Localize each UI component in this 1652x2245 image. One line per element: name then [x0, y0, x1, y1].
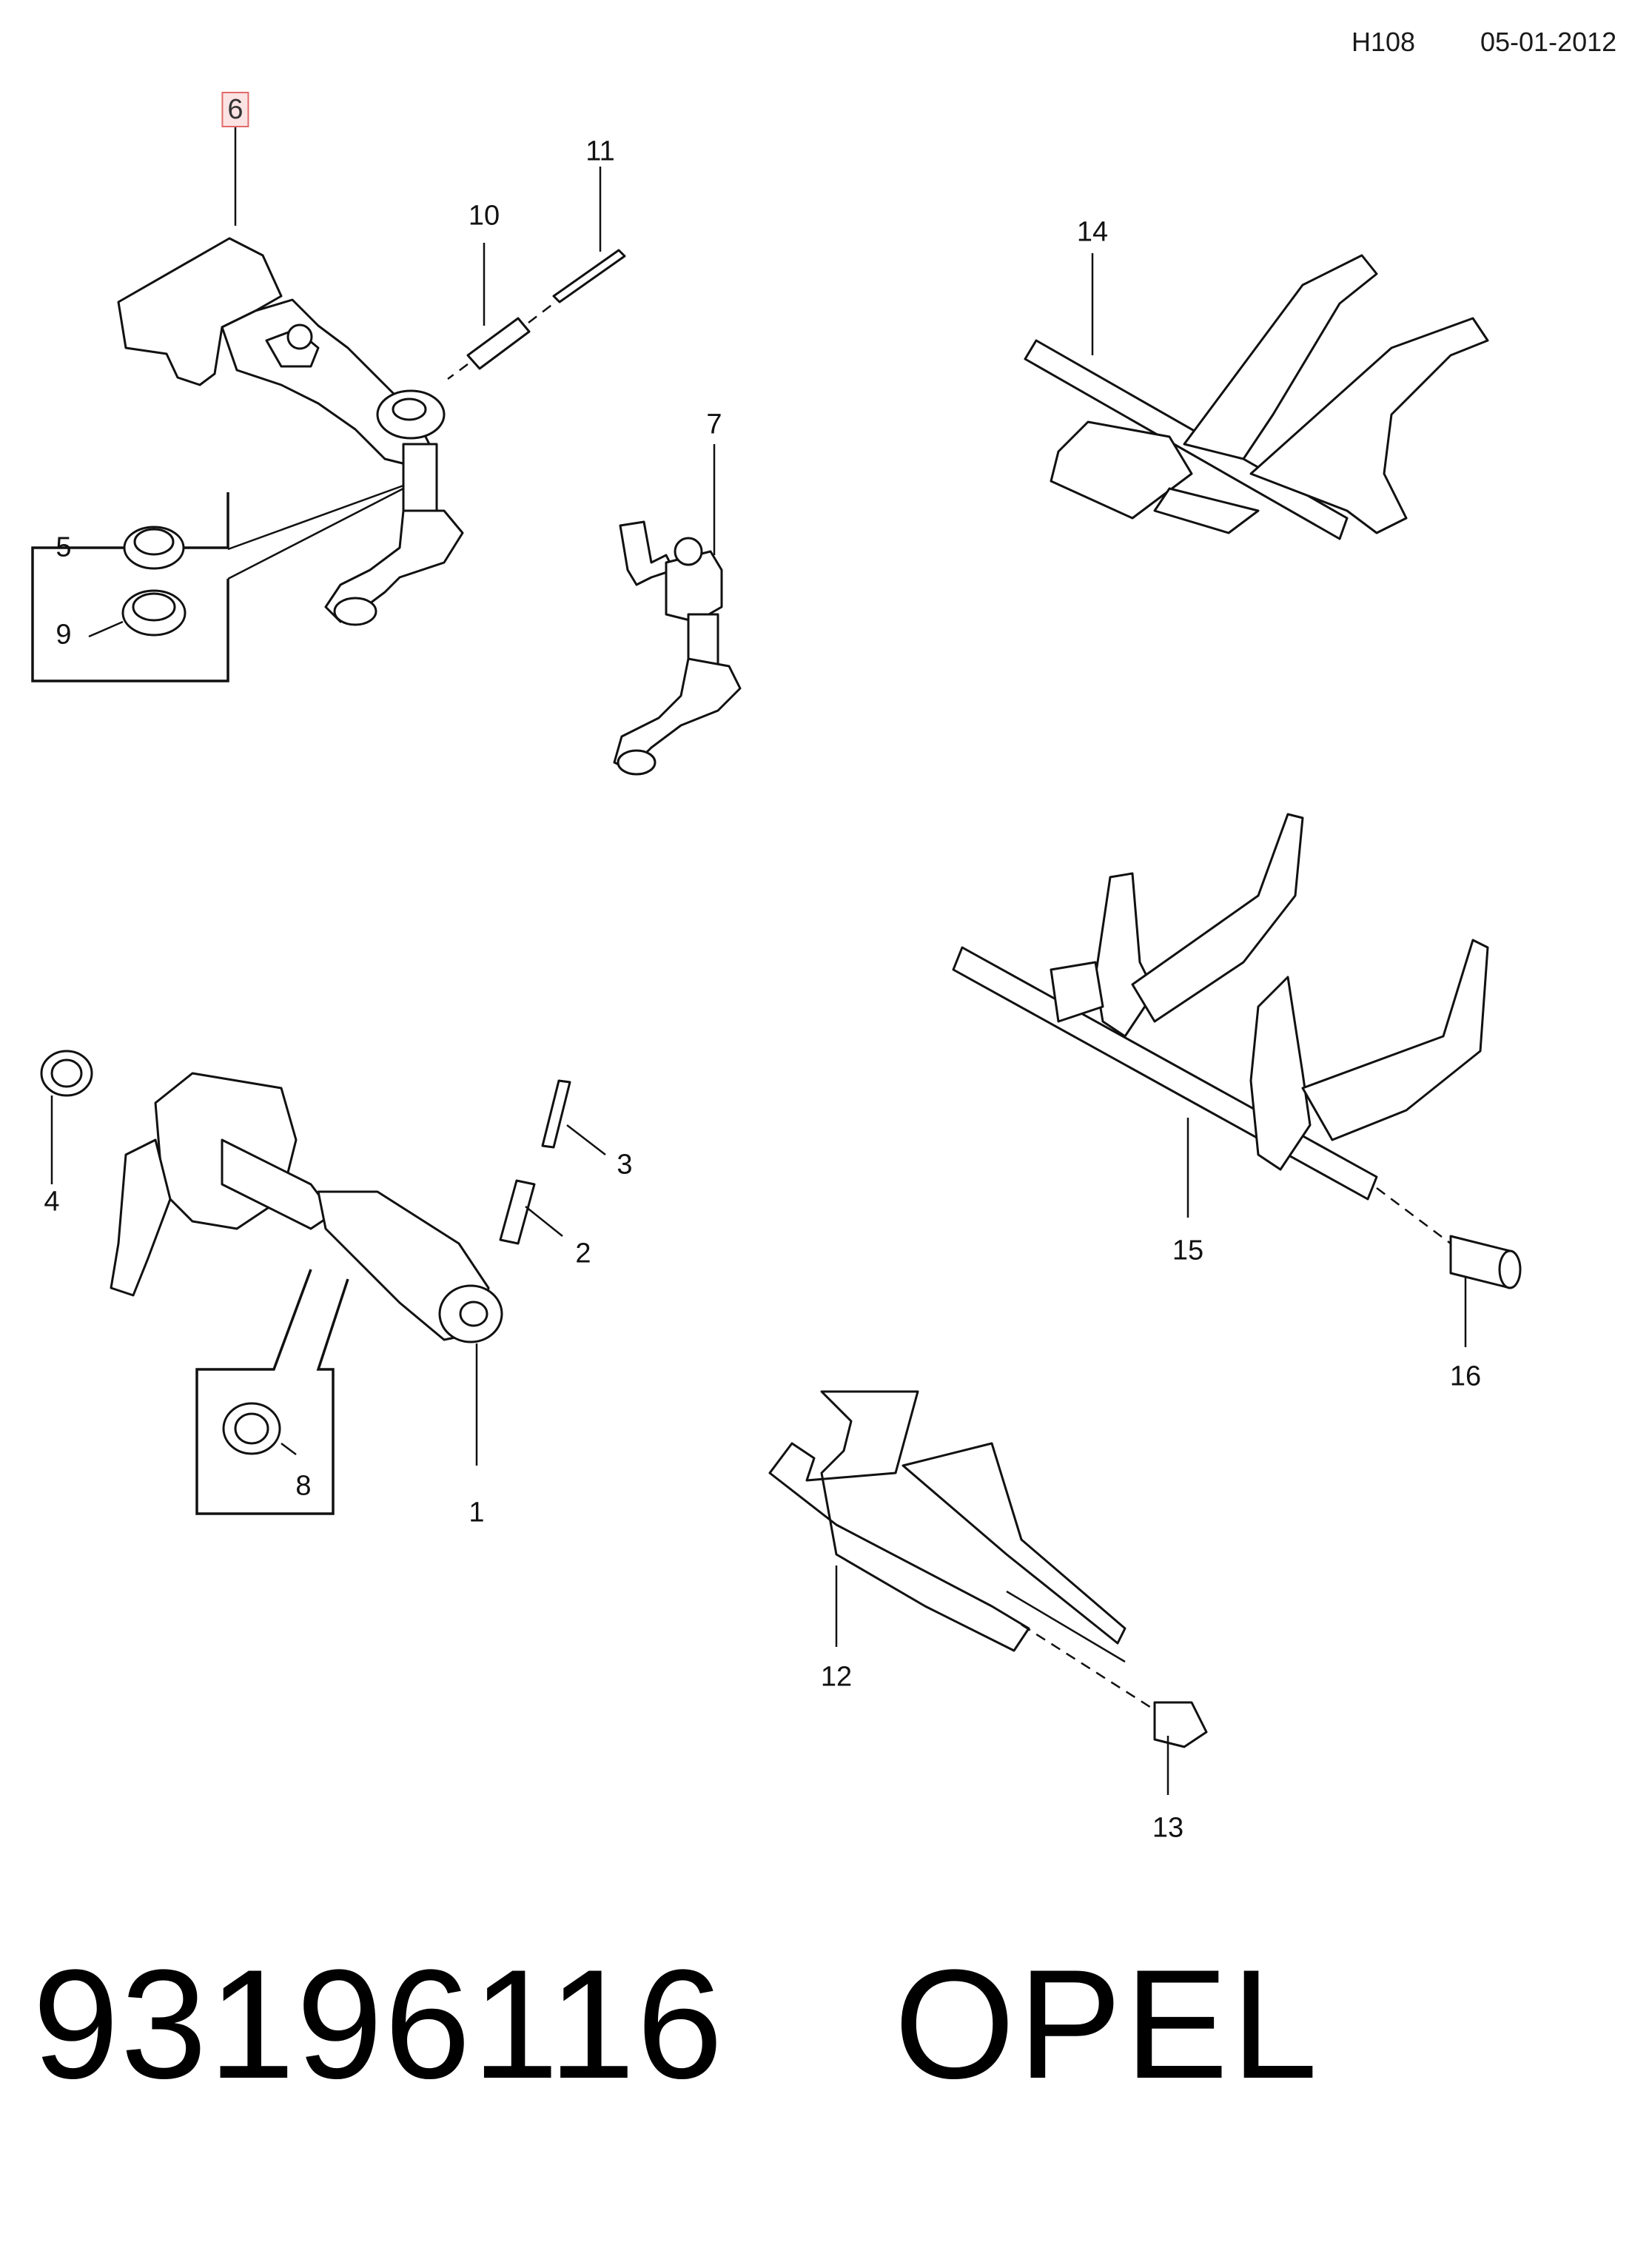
callout-1[interactable]: 1 — [469, 1497, 485, 1528]
shift-cam-assembly-1 — [40, 1050, 571, 1515]
diagram-date: 05-01-2012 — [1480, 27, 1617, 57]
part-number: 93196116 — [33, 1937, 725, 2111]
diagram-code: H108 — [1352, 27, 1416, 57]
shift-fork-assembly-15 — [952, 813, 1522, 1289]
selector-lever-7 — [613, 520, 742, 776]
callout-4[interactable]: 4 — [44, 1186, 60, 1218]
callout-8[interactable]: 8 — [295, 1470, 312, 1502]
callout-10[interactable]: 10 — [468, 200, 500, 232]
callout-15[interactable]: 15 — [1172, 1235, 1204, 1266]
shift-lever-assembly-6 — [31, 237, 626, 682]
callout-9[interactable]: 9 — [56, 619, 72, 651]
callout-6[interactable]: 6 — [221, 92, 249, 127]
brand-name: OPEL — [894, 1937, 1321, 2111]
leader-lines — [50, 126, 1467, 1795]
callout-13[interactable]: 13 — [1152, 1812, 1184, 1844]
shift-fork-assembly-14 — [1024, 254, 1489, 540]
callout-5[interactable]: 5 — [56, 531, 72, 563]
callout-7[interactable]: 7 — [706, 409, 722, 440]
callout-11[interactable]: 11 — [585, 135, 615, 167]
callout-2[interactable]: 2 — [575, 1238, 591, 1269]
callout-16[interactable]: 16 — [1449, 1360, 1482, 1392]
callout-12[interactable]: 12 — [820, 1661, 853, 1693]
interlock-plate-12 — [768, 1390, 1208, 1748]
callout-14[interactable]: 14 — [1076, 216, 1109, 248]
callout-3[interactable]: 3 — [617, 1149, 633, 1181]
